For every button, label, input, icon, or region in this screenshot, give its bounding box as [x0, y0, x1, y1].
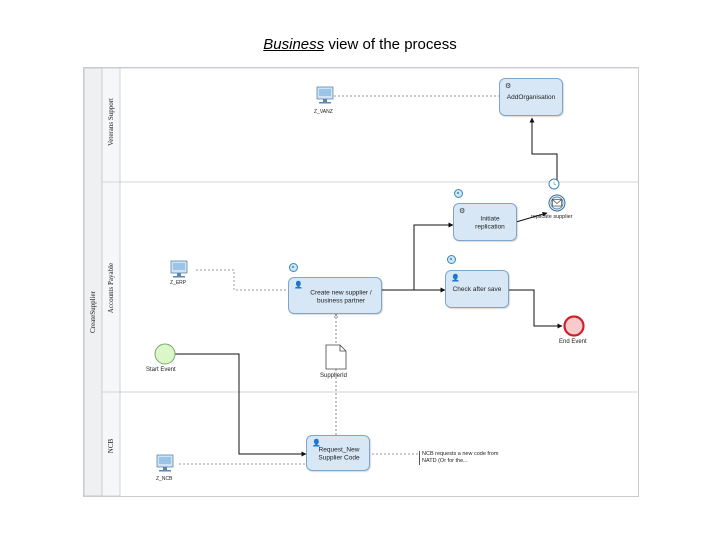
slide-title: Business view of the process: [0, 36, 720, 53]
person-icon: 👤: [312, 440, 321, 447]
task-label: Initiate replication: [475, 215, 505, 231]
system-label-erp: Z_ERP: [170, 280, 187, 286]
pool-name: CreateSupplier: [89, 291, 97, 333]
process-diagram-canvas: CreateSupplier Veterans Support Accounts…: [83, 67, 639, 497]
flow-check-to-end: [507, 289, 563, 329]
end-event-label: End Event: [559, 339, 587, 345]
task-label: AddOrganisation: [506, 93, 556, 101]
pool-structure: [84, 68, 638, 496]
end-event-circle: [563, 315, 585, 337]
system-label-ncb: Z_NCB: [156, 476, 173, 482]
document-icon: [325, 344, 347, 370]
envelope-icon: [552, 199, 562, 207]
gear-icon: ⚙: [505, 83, 512, 90]
flow-replication-to-message: [515, 211, 548, 223]
lane-name-ncb: NCB: [107, 438, 115, 454]
person-icon: 👤: [451, 275, 460, 282]
task-initiate-replication[interactable]: ⚙ Initiate replication: [453, 203, 517, 241]
assoc-erp-create: [196, 269, 288, 291]
flow-start-to-request: [175, 353, 307, 457]
monitor-icon-erp: [170, 260, 188, 278]
flow-message-to-addorg: [529, 117, 558, 183]
text-annotation: NCB requests a new code from NATD (Or fo…: [419, 451, 510, 465]
task-marker-replication: [454, 189, 463, 198]
task-check-after-save[interactable]: 👤 Check after save: [445, 270, 509, 308]
lane-name-accounts-payable: Accounts Payable: [107, 262, 115, 314]
start-event-circle: [154, 343, 176, 365]
gear-icon: ⚙: [459, 208, 466, 215]
lane-name-veterans-support: Veterans Support: [107, 97, 115, 147]
monitor-icon-ncb: [156, 454, 174, 472]
message-event-label: replicate supplier: [531, 214, 573, 220]
start-event-label: Start Event: [146, 367, 176, 373]
task-marker-create: [289, 263, 298, 272]
task-marker-check: [447, 255, 456, 264]
monitor-icon-vanz: [316, 86, 334, 104]
lane-headers: [101, 68, 121, 496]
person-icon: 👤: [294, 282, 303, 289]
task-request-new-supplier-code[interactable]: 👤 Request_New Supplier Code: [306, 435, 370, 471]
task-label: Create new supplier / business partner: [310, 289, 372, 305]
task-add-organisation[interactable]: ⚙ AddOrganisation: [499, 78, 563, 116]
data-object-label: SupplierId: [320, 373, 348, 379]
task-create-new-supplier[interactable]: 👤 Create new supplier / business partner: [288, 277, 382, 314]
task-label: Check after save: [452, 285, 502, 293]
task-label: Request_New Supplier Code: [318, 446, 360, 462]
slide-title-rest: view of the process: [324, 36, 457, 53]
flow-create-to-replication: [381, 222, 454, 291]
slide-title-emphasis: Business: [263, 36, 325, 53]
system-label-vanz: Z_VANZ: [314, 109, 333, 115]
